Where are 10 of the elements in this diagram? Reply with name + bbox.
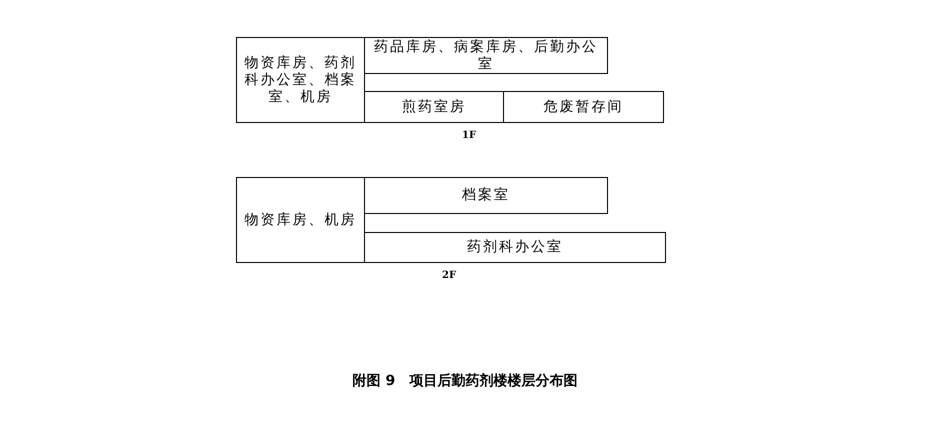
floor-label: 1F — [462, 130, 476, 141]
room-box: 物资库房、药剂科办公室、档案室、机房 — [236, 37, 365, 123]
floor-label: 2F — [442, 270, 456, 281]
room-box: 药品库房、病案库房、后勤办公室 — [364, 37, 608, 74]
room-box: 物资库房、机房 — [236, 177, 365, 263]
room-box: 危废暂存间 — [503, 91, 664, 123]
room-box: 档案室 — [364, 177, 608, 214]
room-box: 药剂科办公室 — [364, 232, 666, 263]
room-box: 煎药室房 — [364, 91, 504, 123]
caption: 附图 9 项目后勤药剂楼楼层分布图 — [352, 373, 578, 389]
